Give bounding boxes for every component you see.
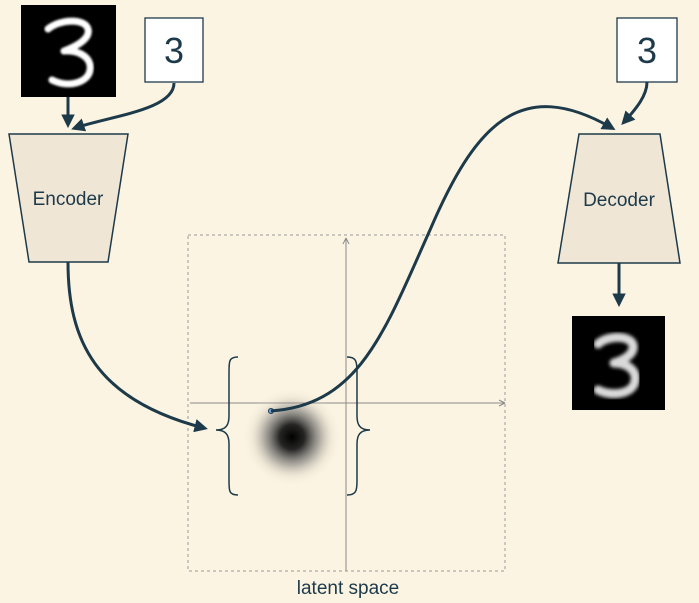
encoder-label: Encoder	[33, 189, 104, 210]
encoder: Encoder	[8, 133, 129, 263]
decoder-label: Decoder	[583, 190, 655, 211]
arrow-latent-to-decoder	[270, 105, 616, 413]
latent-space: latent space	[187, 234, 506, 599]
latent-distribution-blob	[242, 387, 342, 487]
decoder: Decoder	[557, 133, 681, 264]
output-digit-image	[572, 316, 665, 410]
latent-x-axis-arrowhead	[498, 399, 506, 407]
input-condition-label: 3	[164, 30, 184, 71]
input-condition-label-box: 3	[144, 17, 204, 83]
left-brace	[215, 356, 239, 496]
encoder-shape	[8, 133, 129, 263]
input-digit-image	[21, 5, 116, 97]
latent-space-label: latent space	[297, 578, 399, 599]
output-condition-label-box: 3	[616, 17, 678, 83]
arrow-label-to-encoder	[71, 82, 176, 132]
arrow-encoder-to-latent	[66, 261, 208, 433]
arrows	[61, 81, 649, 433]
right-brace	[346, 356, 371, 496]
decoder-shape	[557, 133, 681, 264]
latent-y-axis-arrowhead	[342, 237, 350, 245]
arrow-label-to-decoder	[621, 81, 649, 125]
output-condition-label: 3	[637, 30, 657, 71]
